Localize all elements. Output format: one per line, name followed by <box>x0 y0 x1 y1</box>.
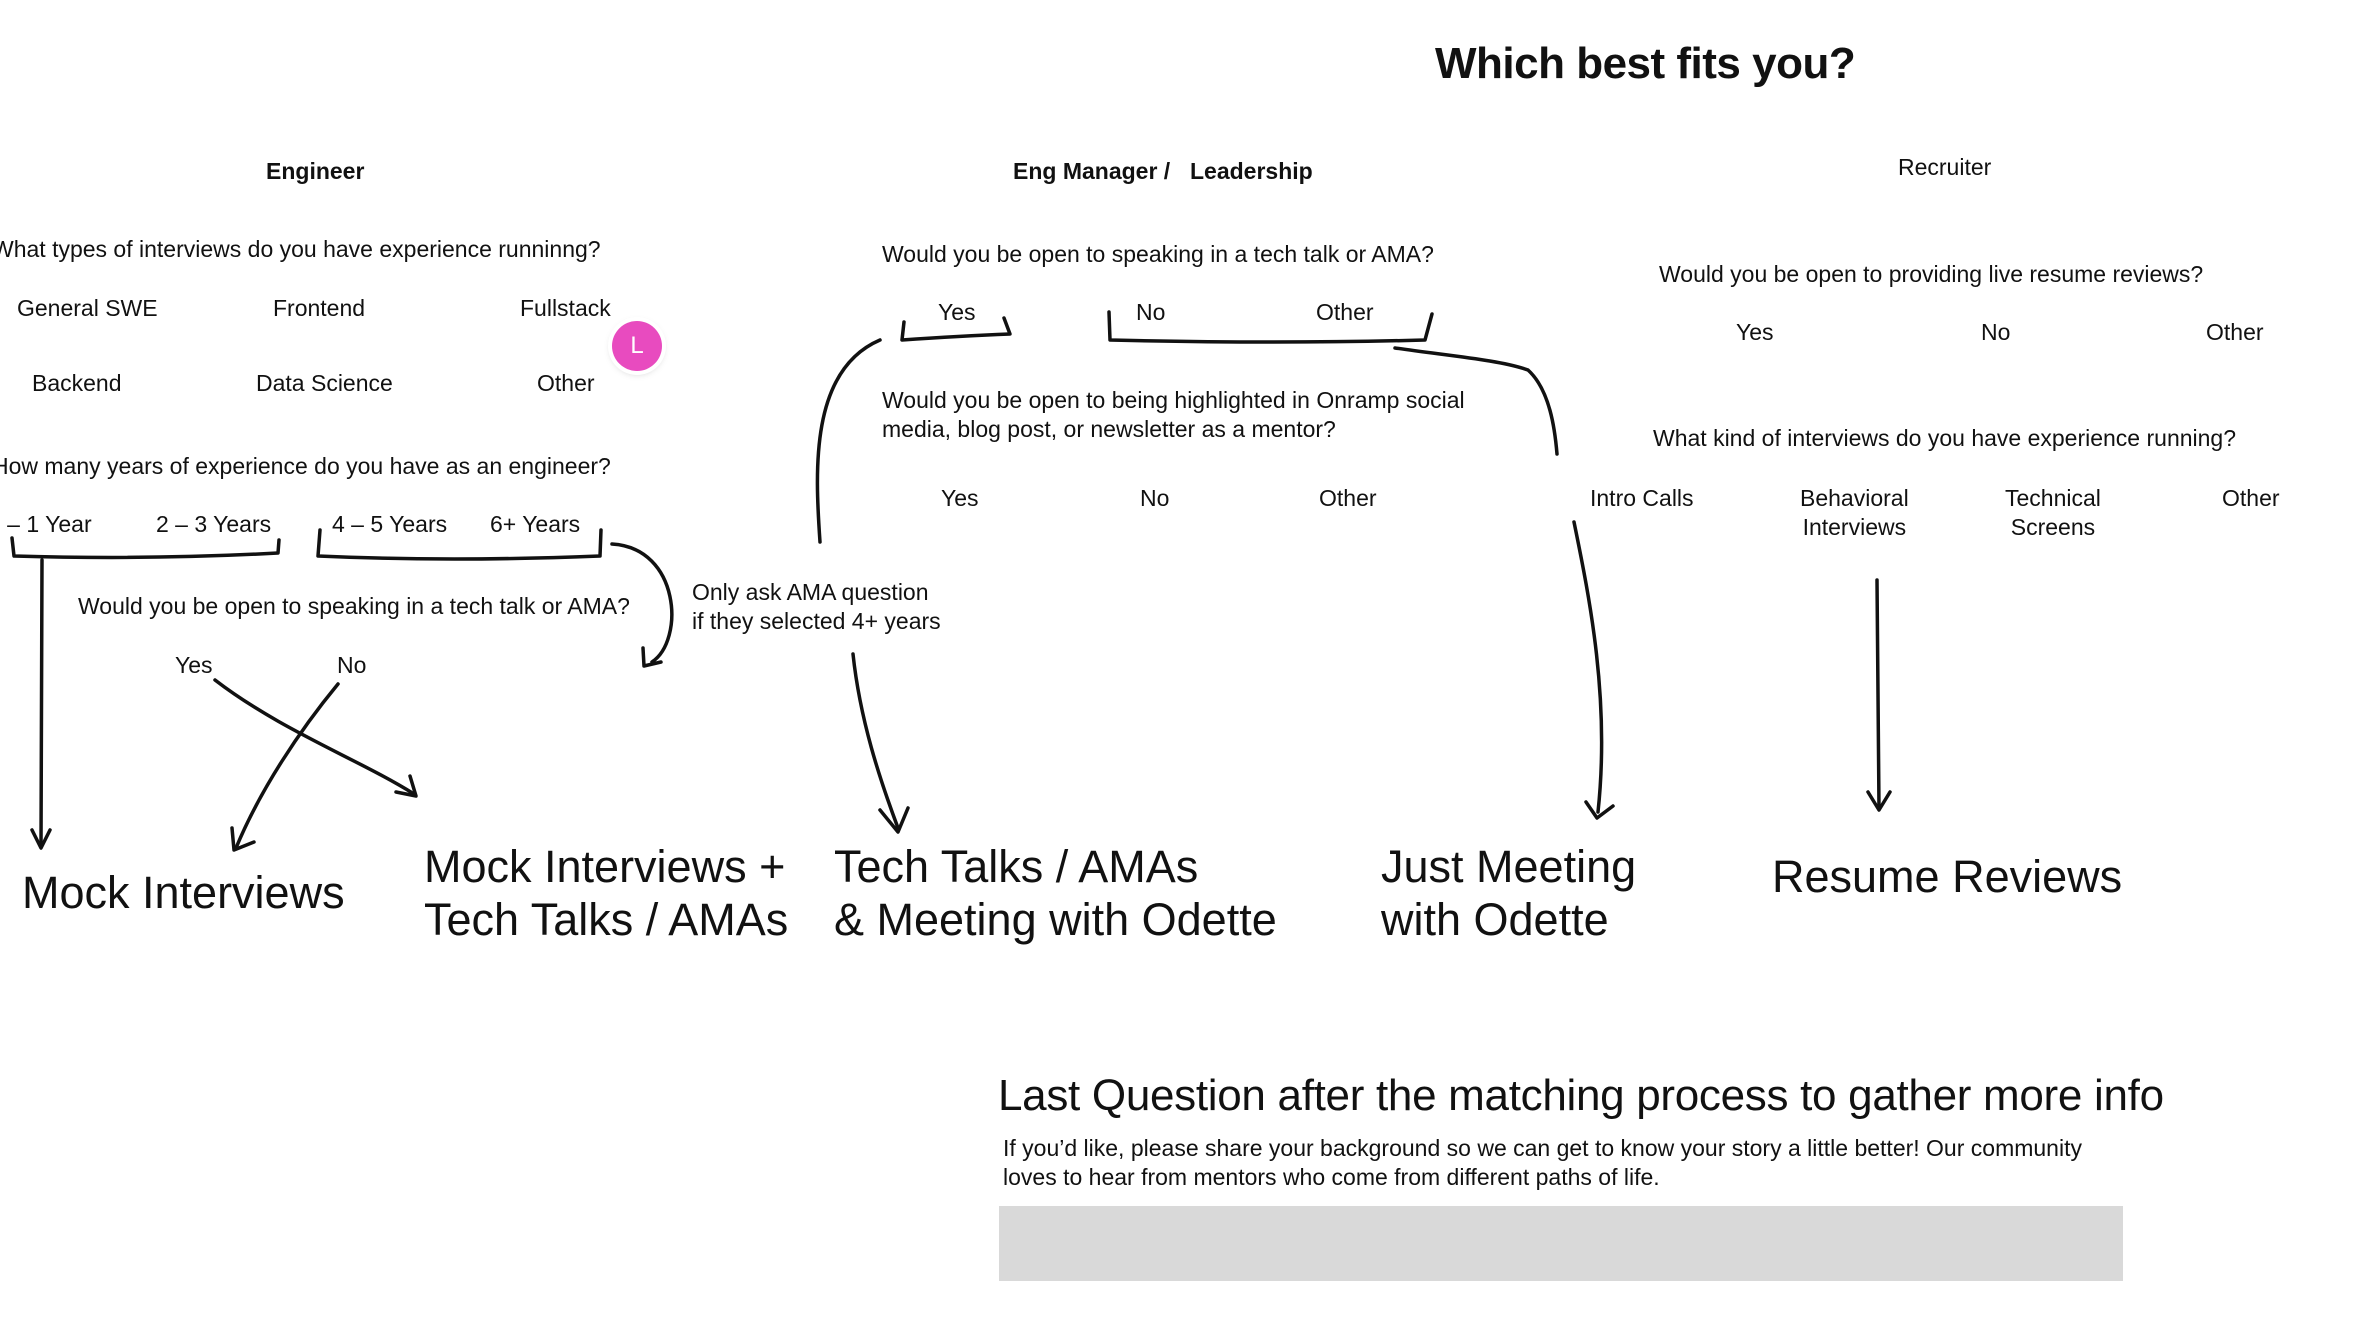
arrow-manager-yes-to-note <box>815 338 882 544</box>
arrow-yes-to-mock-tech <box>213 678 416 796</box>
ama-condition-note: Only ask AMA question if they selected 4… <box>692 579 941 634</box>
option-intro-calls[interactable]: Intro Calls <box>1590 485 1694 511</box>
option-manager-ama-other[interactable]: Other <box>1316 299 1374 325</box>
arrow-no-to-mock <box>234 682 340 850</box>
arrow-junior-to-mock <box>39 558 44 848</box>
option-highlight-no[interactable]: No <box>1140 485 1170 511</box>
role-eng-manager: Eng Manager / <box>1013 158 1171 184</box>
option-data-science[interactable]: Data Science <box>256 370 393 396</box>
background-text-input[interactable] <box>999 1206 2123 1281</box>
outcome-tech-talks-and-meeting: Tech Talks / AMAs & Meeting with Odette <box>834 841 1277 946</box>
option-manager-ama-yes[interactable]: Yes <box>938 299 976 325</box>
engineer-ama-question: Would you be open to speaking in a tech … <box>78 593 630 619</box>
bracket-junior-years <box>10 536 281 560</box>
last-question-body: If you’d like, please share your backgro… <box>1003 1135 2082 1190</box>
option-resume-no[interactable]: No <box>1981 319 2011 345</box>
option-fullstack[interactable]: Fullstack <box>520 295 611 321</box>
role-recruiter: Recruiter <box>1898 154 1992 180</box>
option-backend[interactable]: Backend <box>32 370 122 396</box>
arrow-behavioral-to-resume <box>1875 578 1881 810</box>
option-frontend[interactable]: Frontend <box>273 295 366 321</box>
option-years-0-1[interactable]: 0 – 1 Year <box>0 511 92 537</box>
outcome-just-meeting: Just Meeting with Odette <box>1381 841 1637 946</box>
option-general-swe[interactable]: General SWE <box>17 295 158 321</box>
option-highlight-yes[interactable]: Yes <box>941 485 979 511</box>
recruiter-interview-kind-question: What kind of interviews do you have expe… <box>1653 425 2237 451</box>
option-ama-no[interactable]: No <box>337 652 367 678</box>
manager-ama-question: Would you be open to speaking in a tech … <box>882 241 1434 267</box>
outcome-resume-reviews: Resume Reviews <box>1772 851 2123 902</box>
option-technical-screens[interactable]: Technical Screens <box>2005 485 2101 540</box>
option-manager-ama-no[interactable]: No <box>1136 299 1166 325</box>
engineer-years-question: How many years of experience do you have… <box>0 453 611 479</box>
option-other-types[interactable]: Other <box>537 370 595 396</box>
manager-highlight-question: Would you be open to being highlighted i… <box>882 387 1465 442</box>
option-resume-yes[interactable]: Yes <box>1736 319 1774 345</box>
last-question-heading: Last Question after the matching process… <box>998 1071 2164 1120</box>
role-engineer: Engineer <box>266 158 365 184</box>
option-years-6-plus[interactable]: 6+ Years <box>490 511 581 537</box>
option-years-4-5[interactable]: 4 – 5 Years <box>332 511 448 537</box>
recruiter-resume-question: Would you be open to providing live resu… <box>1659 261 2204 287</box>
arrow-note-to-tech-meet <box>851 652 900 830</box>
option-other-kind[interactable]: Other <box>2222 485 2280 511</box>
option-highlight-other[interactable]: Other <box>1319 485 1377 511</box>
option-behavioral-interviews[interactable]: Behavioral Interviews <box>1800 485 1909 540</box>
option-resume-other[interactable]: Other <box>2206 319 2264 345</box>
option-ama-yes[interactable]: Yes <box>175 652 213 678</box>
engineer-interview-types-question: What types of interviews do you have exp… <box>0 236 601 262</box>
page-title: Which best fits you? <box>1435 39 1856 88</box>
collaborator-avatar: L <box>612 321 662 371</box>
arrow-intro-to-just-meeting <box>1572 520 1604 814</box>
option-years-2-3[interactable]: 2 – 3 Years <box>156 511 272 537</box>
role-leadership: Leadership <box>1190 158 1313 184</box>
outcome-mock-interviews: Mock Interviews <box>22 867 345 918</box>
outcome-mock-and-tech-talks: Mock Interviews + Tech Talks / AMAs <box>424 841 789 946</box>
